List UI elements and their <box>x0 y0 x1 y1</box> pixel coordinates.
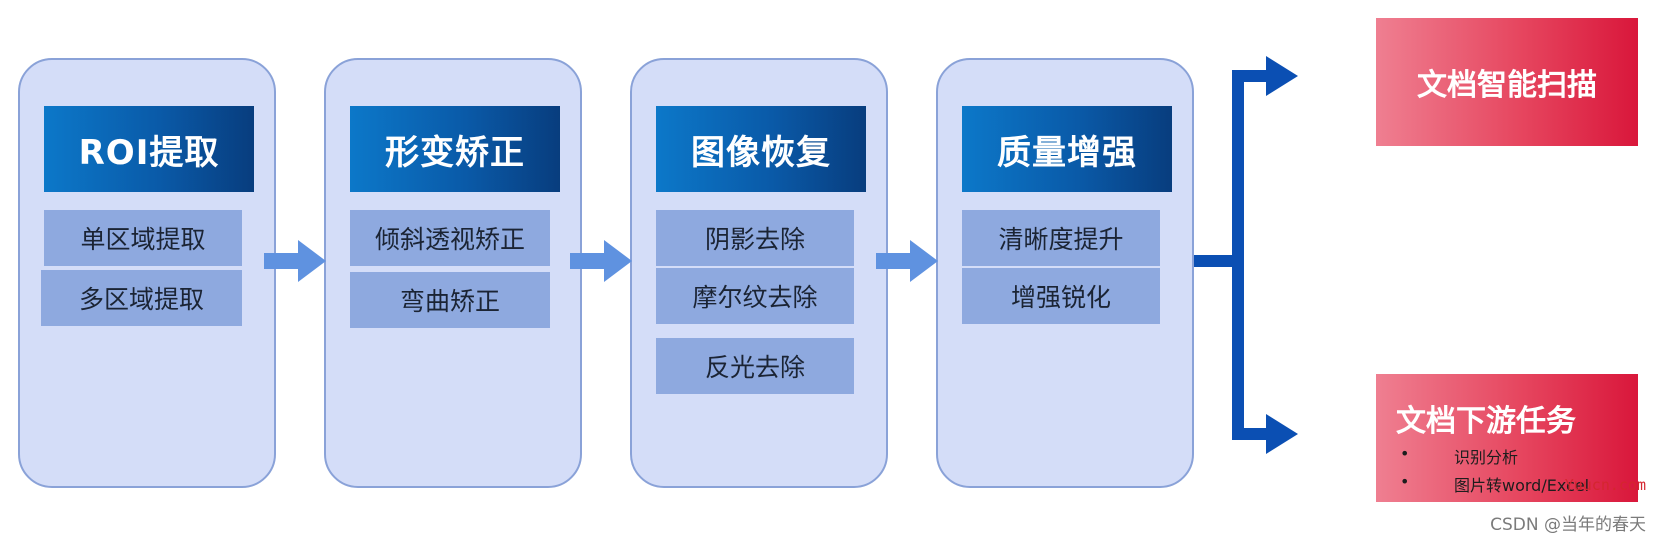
bullet-item: • 图片转word/Excel <box>1396 472 1638 496</box>
sub-step: 摩尔纹去除 <box>656 268 854 324</box>
watermark-csdn: CSDN @当年的春天 <box>1490 515 1646 535</box>
sub-step: 增强锐化 <box>962 268 1160 324</box>
bullet-text: 图片转word/Excel <box>1454 476 1590 495</box>
output-downstream-tasks: 文档下游任务 • 识别分析 • 图片转word/Excel <box>1376 374 1638 502</box>
flow-arrow-icon <box>876 240 938 282</box>
stage-title: 形变矫正 <box>350 106 560 192</box>
bullet-symbol: • <box>1400 444 1410 463</box>
bullet-text: 识别分析 <box>1454 448 1519 467</box>
output-document-scan: 文档智能扫描 <box>1376 18 1638 146</box>
stage-deformation-correction: 形变矫正 倾斜透视矫正 弯曲矫正 <box>324 58 582 488</box>
sub-step: 单区域提取 <box>44 210 242 266</box>
sub-step: 弯曲矫正 <box>350 272 550 328</box>
stage-roi-extraction: ROI提取 单区域提取 多区域提取 <box>18 58 276 488</box>
sub-step: 倾斜透视矫正 <box>350 210 550 266</box>
stage-title: 图像恢复 <box>656 106 866 192</box>
bullet-symbol: • <box>1400 472 1410 491</box>
output-title: 文档下游任务 <box>1396 404 1576 439</box>
bullet-item: • 识别分析 <box>1396 444 1638 468</box>
stage-image-restoration: 图像恢复 阴影去除 摩尔纹去除 反光去除 <box>630 58 888 488</box>
watermark-yuucn: Yuucn.com <box>1564 476 1646 494</box>
stage-title: 质量增强 <box>962 106 1172 192</box>
flow-arrow-icon <box>264 240 326 282</box>
sub-step: 清晰度提升 <box>962 210 1160 266</box>
stage-quality-enhancement: 质量增强 清晰度提升 增强锐化 <box>936 58 1194 488</box>
sub-step: 阴影去除 <box>656 210 854 266</box>
sub-step: 多区域提取 <box>41 270 242 326</box>
stage-title: ROI提取 <box>44 106 254 192</box>
sub-step: 反光去除 <box>656 338 854 394</box>
flow-arrow-icon <box>570 240 632 282</box>
